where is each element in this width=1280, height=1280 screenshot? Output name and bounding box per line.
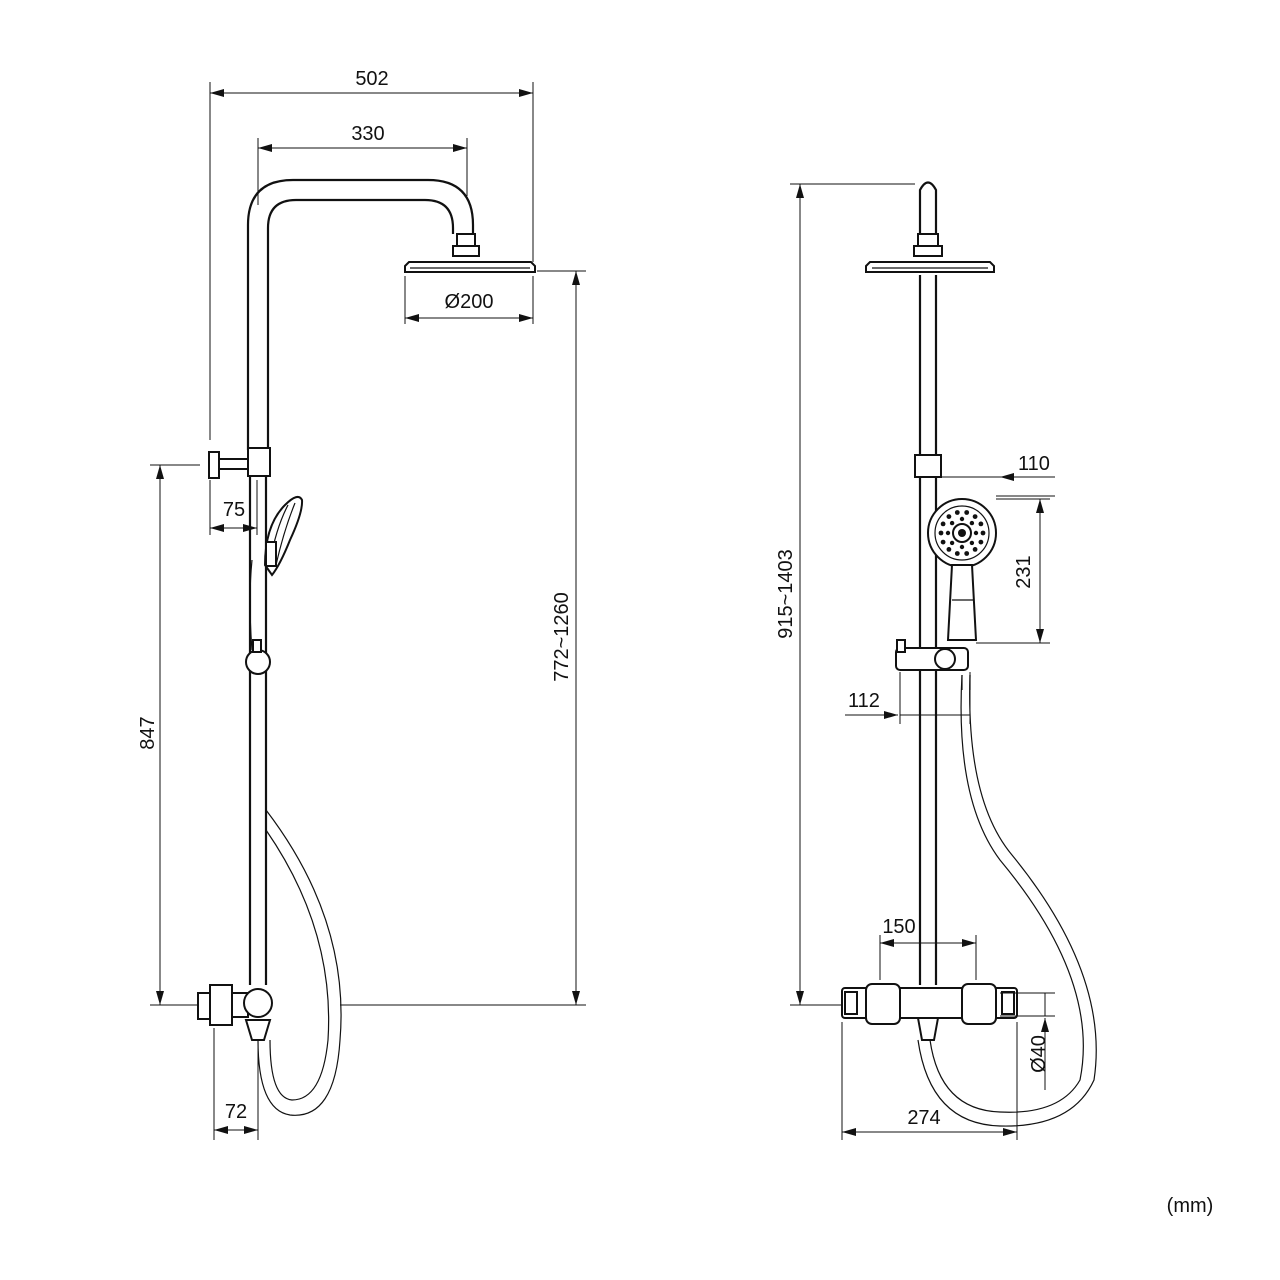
side-view: 502 330 Ø200 75 847 xyxy=(137,68,586,1140)
units-note: (mm) xyxy=(1167,1195,1214,1217)
label-head-diameter: Ø200 xyxy=(445,291,494,313)
front-hose xyxy=(917,674,1097,1127)
dim-lower-height xyxy=(150,464,200,1006)
dim-total-height xyxy=(790,183,915,1006)
nozzle-dot xyxy=(972,547,978,552)
dim-overall-width xyxy=(209,82,534,440)
side-rain-head xyxy=(404,233,536,273)
dim-valve-spacing xyxy=(879,935,977,980)
label-valve-width: 274 xyxy=(907,1107,940,1129)
label-slider-offset: 110 xyxy=(1018,453,1050,475)
nozzle-dot xyxy=(959,544,965,550)
nozzle-dot xyxy=(964,510,970,515)
dim-slider-offset xyxy=(936,473,1055,497)
side-mixer-valve xyxy=(197,984,273,1041)
side-slide-bar xyxy=(248,476,268,985)
nozzle-dot xyxy=(978,539,984,545)
dim-head-diameter xyxy=(404,276,534,324)
dim-handshower-length xyxy=(976,498,1050,644)
dim-bracket-offset xyxy=(209,480,258,535)
nozzle-dot xyxy=(978,521,984,527)
nozzle-dot xyxy=(945,530,951,536)
nozzle-dot xyxy=(940,521,946,527)
dim-valve-diameter xyxy=(1000,992,1055,1090)
dim-valve-width xyxy=(841,1022,1018,1140)
dim-arm-reach xyxy=(257,138,468,205)
nozzle-ring xyxy=(938,510,986,556)
side-riser-pipe xyxy=(246,178,475,450)
nozzle-dot xyxy=(972,514,978,519)
front-bracket-upper xyxy=(914,454,942,478)
side-hand-shower xyxy=(245,495,304,675)
dim-adjustable-height xyxy=(340,270,586,1006)
front-view: 915~1403 110 231 112 150 xyxy=(775,181,1097,1140)
nozzle-dot xyxy=(973,530,979,536)
label-adjustable-height: 772~1260 xyxy=(551,592,573,682)
front-hand-shower xyxy=(927,498,997,641)
front-slide-bar xyxy=(918,477,938,985)
nozzle-dot xyxy=(938,530,944,536)
side-wall-bracket-upper xyxy=(208,447,271,479)
dim-holder-offset xyxy=(845,672,971,724)
label-lower-height: 847 xyxy=(137,716,159,749)
label-inlet-offset: 72 xyxy=(225,1101,247,1123)
label-handshower-length: 231 xyxy=(1013,555,1035,588)
label-holder-offset: 112 xyxy=(848,690,880,712)
nozzle-dot xyxy=(969,520,975,526)
nozzle-dot xyxy=(949,540,955,546)
nozzle-dot xyxy=(959,516,965,522)
front-rain-head xyxy=(865,233,995,273)
nozzle-dot xyxy=(980,530,986,536)
side-hose xyxy=(257,809,342,1116)
nozzle-dot xyxy=(949,520,955,526)
nozzle-dot xyxy=(954,510,960,515)
label-overall-width: 502 xyxy=(355,68,388,90)
nozzle-dot xyxy=(946,547,952,552)
front-riser-pipe xyxy=(918,181,938,455)
label-valve-diameter: Ø40 xyxy=(1028,1035,1050,1073)
nozzle-dot xyxy=(954,551,960,556)
front-handshower-holder xyxy=(895,639,969,671)
nozzle-dot xyxy=(946,514,952,519)
nozzle-dot xyxy=(969,540,975,546)
dim-inlet-offset xyxy=(213,1028,259,1140)
nozzle-dot xyxy=(964,551,970,556)
nozzle-dot xyxy=(940,539,946,545)
label-bracket-offset: 75 xyxy=(223,499,245,521)
label-total-height: 915~1403 xyxy=(775,549,797,639)
label-arm-reach: 330 xyxy=(351,123,384,145)
front-thermostatic-bar xyxy=(841,983,1018,1041)
label-valve-spacing: 150 xyxy=(882,916,915,938)
